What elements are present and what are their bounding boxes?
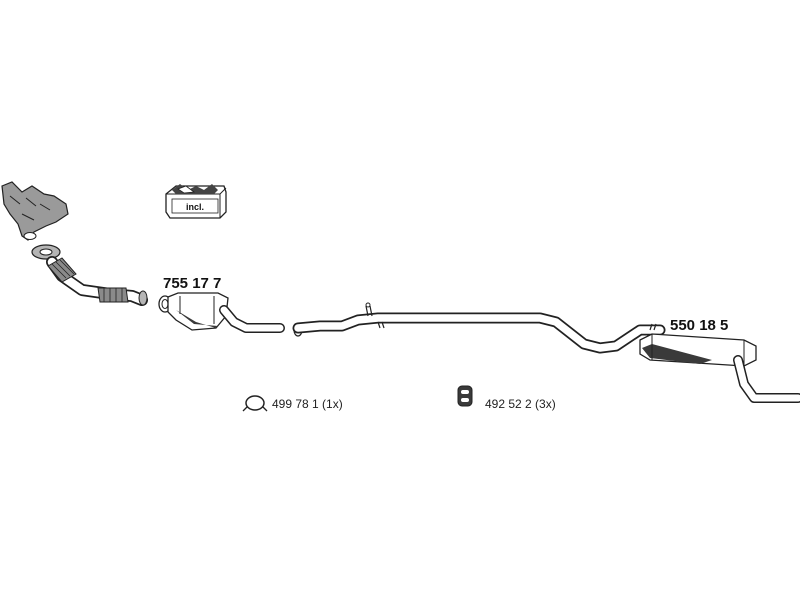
- center-pipe: [292, 302, 666, 354]
- rubber-hanger-icon: [457, 385, 473, 407]
- rear-silencer-part-number: 550 18 5: [670, 317, 728, 334]
- mounting-kit-box: incl.: [165, 184, 227, 219]
- front-pipe: [46, 256, 148, 306]
- clamp-ring-icon: [242, 395, 268, 412]
- rear-silencer: [639, 333, 800, 403]
- accessory-hanger-label: 492 52 2 (3x): [485, 397, 556, 411]
- flex-joint: [47, 257, 129, 303]
- catalytic-converter: [158, 292, 285, 333]
- accessory-clamp-label: 499 78 1 (1x): [272, 397, 343, 411]
- manifold-gasket: [31, 244, 61, 260]
- kit-box-label: incl.: [186, 202, 204, 212]
- catalyst-part-number: 755 17 7: [163, 275, 221, 292]
- exhaust-manifold: [1, 181, 69, 241]
